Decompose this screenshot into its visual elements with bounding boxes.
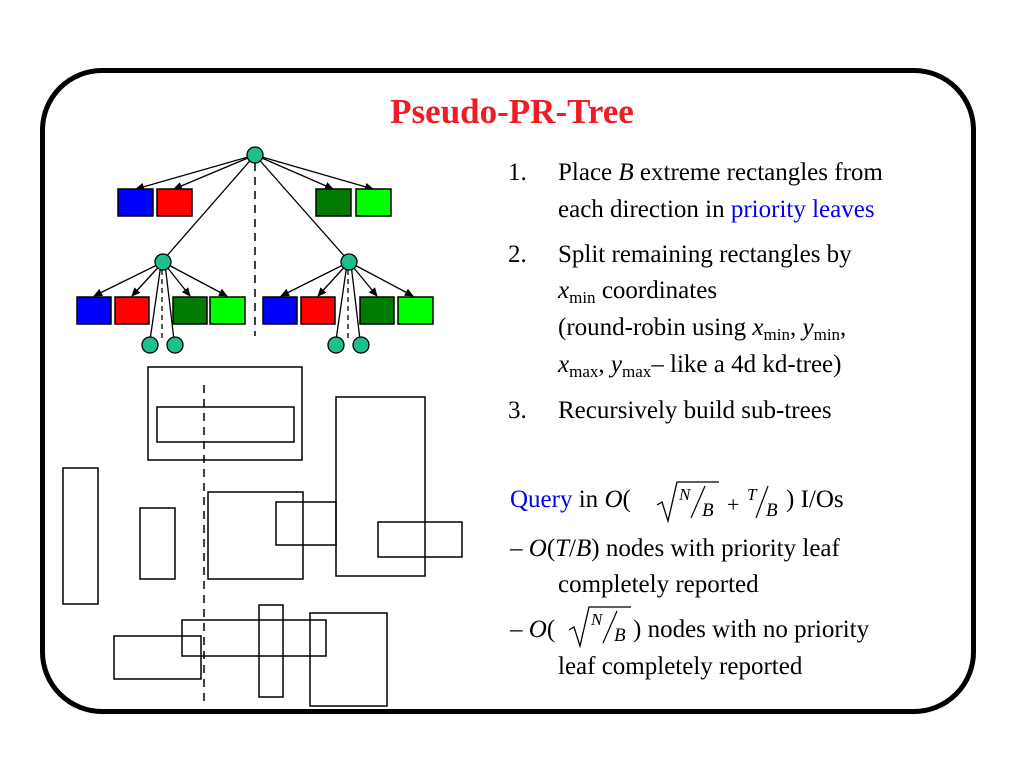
- input-rectangle: [147, 366, 303, 461]
- input-rectangle: [309, 612, 388, 707]
- bullet-1-line-1: – O(T/B) nodes with priority leaf: [510, 535, 840, 562]
- formula-b: B: [702, 500, 714, 521]
- left-leaf-darkgreen: [172, 296, 208, 325]
- list-number-3: 3.: [508, 397, 527, 424]
- left-leaf-red: [114, 296, 150, 325]
- list-item-1-line-2: each direction in priority leaves: [558, 196, 875, 223]
- bullet-1-line-2: completely reported: [558, 571, 759, 598]
- root-leaf-blue: [117, 188, 154, 217]
- input-rectangle: [275, 501, 337, 546]
- bullet-2-prefix: – O(: [510, 616, 556, 643]
- bullet-2-line-1: ) nodes with no priority: [633, 616, 870, 643]
- leaf-node: [352, 336, 370, 354]
- list-item-2-line-4: xmax, ymax– like a 4d kd-tree): [558, 351, 842, 381]
- list-number-1: 1.: [508, 159, 527, 186]
- formula-t: T: [747, 485, 758, 504]
- leaf-node: [166, 336, 184, 354]
- input-rectangle: [181, 619, 327, 657]
- query-line: Query in O(: [510, 486, 631, 513]
- formula-n: N: [678, 485, 692, 504]
- list-item-2-line-2: xmin coordinates: [558, 277, 718, 307]
- root-node: [246, 146, 264, 164]
- list-item-2-line-3: (round-robin using xmin, ymin,: [558, 314, 847, 344]
- formula-plus: +: [727, 492, 739, 517]
- slide-frame: [40, 68, 976, 714]
- formula-b: B: [766, 500, 778, 521]
- priority-leaves-term: priority leaves: [730, 196, 875, 223]
- root-leaf-green: [355, 188, 392, 217]
- bullet-2-formula: N B: [568, 606, 631, 649]
- leaf-node: [141, 336, 159, 354]
- formula-n: N: [590, 610, 604, 629]
- query-ios: ) I/Os: [786, 486, 844, 513]
- leaf-node: [327, 336, 345, 354]
- query-formula: N B + T B: [656, 481, 778, 524]
- list-item-2-line-1: Split remaining rectangles by: [558, 241, 852, 268]
- right-leaf-blue: [262, 296, 298, 325]
- input-rectangle: [156, 406, 295, 443]
- input-rectangle: [139, 507, 176, 580]
- tree-nodes: [141, 146, 370, 354]
- left-child-node: [154, 253, 172, 271]
- list-number-2: 2.: [508, 241, 527, 268]
- input-rectangle: [113, 635, 202, 680]
- root-leaf-darkgreen: [315, 188, 352, 217]
- right-child-node: [340, 253, 358, 271]
- root-leaf-red: [156, 188, 193, 217]
- left-leaf-blue: [76, 296, 112, 325]
- input-rectangle: [335, 396, 426, 577]
- input-rectangle: [207, 491, 304, 580]
- list-item-3: Recursively build sub-trees: [558, 397, 832, 424]
- slide-title: Pseudo-PR-Tree: [390, 92, 634, 131]
- input-rectangle: [62, 467, 99, 605]
- priority-leaves: [76, 188, 434, 325]
- list-item-1-line-1: Place B extreme rectangles from: [558, 159, 883, 186]
- formula-b: B: [614, 625, 626, 646]
- left-leaf-green: [209, 296, 246, 325]
- plane-rectangles: [62, 366, 463, 707]
- query-term: Query: [510, 486, 573, 513]
- right-leaf-darkgreen: [359, 296, 395, 325]
- bullet-2-line-2: leaf completely reported: [558, 653, 803, 680]
- input-rectangle: [258, 604, 284, 698]
- input-rectangle: [377, 521, 463, 558]
- right-leaf-red: [300, 296, 336, 325]
- right-leaf-green: [397, 296, 434, 325]
